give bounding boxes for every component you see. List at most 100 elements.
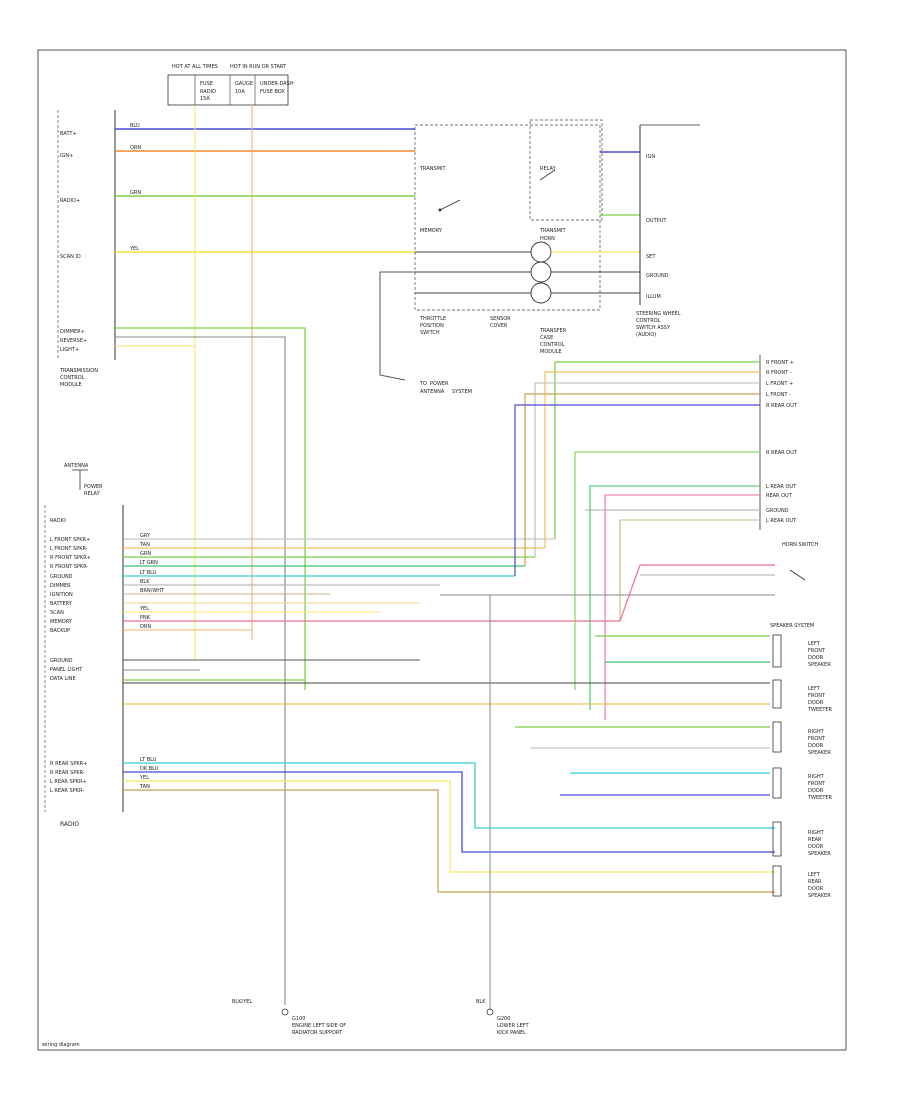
- radio-pin-bot-3: L REAR SPKR-: [50, 788, 84, 794]
- antenna: ANTENNA POWER RELAY: [64, 463, 103, 497]
- rpin-5: R REAR OUT: [766, 450, 798, 456]
- rpin-2: L FRONT +: [766, 381, 793, 387]
- ground-left-1: ENGINE LEFT SIDE OF: [292, 1023, 346, 1029]
- wire-label-blu: BLU: [130, 123, 140, 129]
- combo-lower-wires: [115, 327, 306, 1005]
- ground-right-1: LOWER LEFT: [497, 1023, 529, 1029]
- right-label-1: CONTROL: [636, 318, 661, 324]
- caption-c-0: TRANSFER: [539, 328, 567, 334]
- rpin-1: R FRONT -: [766, 370, 792, 376]
- rpin-3: L FRONT -: [766, 392, 791, 398]
- note-center-0: TO: [419, 381, 427, 387]
- rpin-9: L REAR OUT: [766, 518, 797, 524]
- spk-5-l0: LEFT: [808, 872, 821, 878]
- radio-pin-top-3: R FRONT SPKR-: [50, 564, 88, 570]
- radio-pin-bot-0: R REAR SPKR+: [50, 761, 87, 767]
- w-dkgrn: GRN: [140, 551, 151, 557]
- antenna-label-2: RELAY: [84, 491, 101, 497]
- note-center-2: ANTENNA: [420, 389, 445, 395]
- radio-pin-mid-1: PANEL LIGHT: [50, 667, 83, 673]
- rpin-8: GROUND: [766, 508, 789, 514]
- right-label-2: SWITCH ASSY: [636, 325, 671, 331]
- w-yel2: YEL: [139, 606, 149, 612]
- caption-c-3: MODULE: [540, 349, 562, 355]
- switch-label-mid: RELAY: [540, 166, 557, 172]
- spk-3-l2: DOOR: [808, 788, 824, 794]
- top-wires: BLU ORN GRN YEL: [115, 105, 415, 660]
- right-pin-2: SET: [646, 254, 656, 260]
- combo-label-2: MODULE: [60, 382, 82, 388]
- w-brnwht: BRN/WHT: [140, 588, 165, 594]
- radio-pin-top-0: L FRONT SPKR+: [50, 537, 90, 543]
- w-ltblu: LT BLU: [140, 570, 157, 576]
- spk-5-l1: REAR: [808, 879, 822, 885]
- spk-3-l3: TWEETER: [807, 795, 833, 801]
- radio-pin-mid-2: DATA LINE: [50, 676, 76, 682]
- rpin-4: R REAR OUT: [766, 403, 798, 409]
- spk-2-l0: RIGHT: [808, 729, 825, 735]
- fuse-line-4: 10A: [235, 89, 245, 95]
- horn-switch: HORN SWITCH: [440, 542, 818, 622]
- radio-pin-bot-1: R REAR SPKR-: [50, 770, 85, 776]
- wire-label-yel: YEL: [129, 246, 139, 252]
- switch-label-right-1: HORN: [540, 236, 555, 242]
- spk-2-l2: DOOR: [808, 743, 824, 749]
- ground-left-2: RADIATOR SUPPORT: [292, 1030, 343, 1036]
- radio-pin-mid-0: GROUND: [50, 658, 73, 664]
- diagram-border: [37, 49, 847, 1051]
- fuse-hot-at-all-times: HOT AT ALL TIMES: [172, 64, 218, 70]
- right-pin-1: OUTPUT: [646, 218, 667, 224]
- caption-c-2: CONTROL: [540, 342, 565, 348]
- ground-wires: BLK/YEL BLK G100 ENGINE LEFT SIDE OF RAD…: [232, 595, 529, 1036]
- switch-label-left-1: MEMORY: [420, 228, 443, 234]
- radio-header: RADIO: [50, 518, 66, 524]
- spk-2-l3: SPEAKER: [808, 750, 831, 756]
- w-gry: GRY: [140, 533, 151, 539]
- right-pin-0: IGN: [646, 154, 655, 160]
- spk-2-l1: FRONT: [808, 736, 826, 742]
- radio-pin-top-7: BATTERY: [50, 601, 73, 607]
- footer-tag: wiring diagram: [42, 1042, 80, 1048]
- combo-pin-2: RADIO+: [60, 198, 80, 204]
- note-center-1: POWER: [430, 381, 449, 387]
- caption-a-2: SWITCH: [420, 330, 440, 336]
- w-dkblu: DK BLU: [140, 766, 159, 772]
- w-blk: BLK: [140, 579, 150, 585]
- ground-right-tag: BLK: [476, 999, 486, 1005]
- radio-pin-top-6: IGNITION: [50, 592, 73, 598]
- combo-label-1: CONTROL: [60, 375, 85, 381]
- spk-1-l3: TWEETER: [807, 707, 833, 713]
- combo-pin-0: BATT+: [60, 131, 77, 137]
- horn-label: HORN SWITCH: [782, 542, 818, 548]
- fuse-line-5: UNDER-DASH: [260, 81, 294, 87]
- spk-0-l3: SPEAKER: [808, 662, 831, 668]
- spk-5-l2: DOOR: [808, 886, 824, 892]
- spk-0-l1: FRONT: [808, 648, 826, 654]
- w-orn2: ORN: [140, 624, 151, 630]
- speaker-group-label: SPEAKER SYSTEM: [770, 623, 814, 629]
- w-pnk: PNK: [140, 615, 151, 621]
- spk-0-l0: LEFT: [808, 641, 821, 647]
- note-center-3: SYSTEM: [452, 389, 472, 395]
- w-yel3: YEL: [139, 775, 149, 781]
- right-pin-4: ILLUM: [646, 294, 661, 300]
- radio-pin-top-5: DIMMER: [50, 583, 71, 589]
- spk-1-l0: LEFT: [808, 686, 821, 692]
- wire-label-grn: GRN: [130, 190, 141, 196]
- spk-4-l2: DOOR: [808, 844, 824, 850]
- rpin-0: R FRONT +: [766, 360, 794, 366]
- w-ltblu2: LT BLU: [140, 757, 157, 763]
- switch-right-wires: TO POWER ANTENNA SYSTEM: [379, 151, 640, 395]
- w-tan2: TAN: [139, 784, 150, 790]
- combo-pin-3: SCAN ID: [60, 254, 81, 260]
- switch-label-left-0: TRANSMIT: [419, 166, 446, 172]
- caption-b-1: COVER: [490, 323, 508, 329]
- combo-label-0: TRANSMISSION: [59, 368, 98, 374]
- radio-pin-bot-2: L REAR SPKR+: [50, 779, 87, 785]
- spk-4-l0: RIGHT: [808, 830, 825, 836]
- spk-4-l1: REAR: [808, 837, 822, 843]
- combo-module: BATT+ IGN+ RADIO+ SCAN ID DIMMER+ REVERS…: [57, 110, 116, 388]
- ground-right-2: KICK PANEL: [497, 1030, 526, 1036]
- w-tan: TAN: [139, 542, 150, 548]
- right-pin-3: GROUND: [646, 273, 669, 279]
